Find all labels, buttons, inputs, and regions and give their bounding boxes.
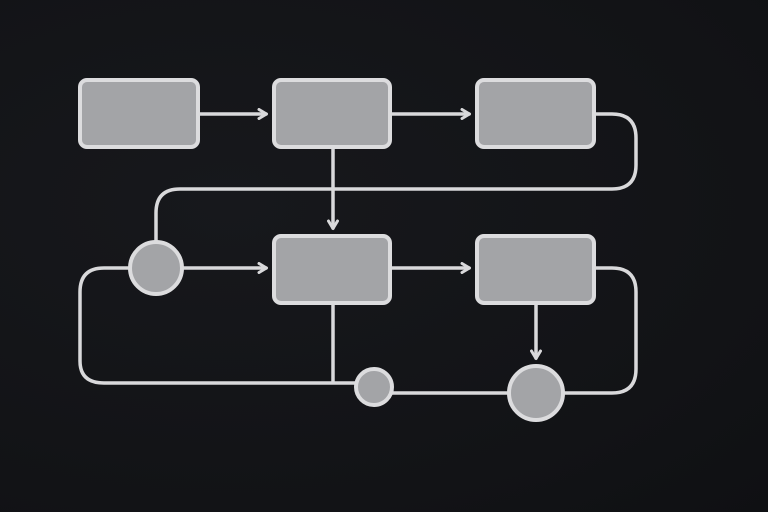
circle-1-shape [128,240,184,296]
nodes-layer [78,78,596,422]
circle-1 [128,240,184,296]
edges-layer [78,108,638,395]
circle-3 [507,364,565,422]
box-4 [272,234,392,305]
circle-2 [354,367,394,407]
box-1-shape [78,78,200,149]
box-4-shape [272,234,392,305]
circle-3-shape [507,364,565,422]
box-1 [78,78,200,149]
box-2 [272,78,392,149]
edge-box3-circle1 [154,112,638,244]
box-5 [475,234,596,305]
box-2-shape [272,78,392,149]
box-3 [475,78,596,149]
edge-box5-circle3-loop [561,266,638,395]
box-3-shape [475,78,596,149]
circle-2-shape [354,367,394,407]
box-5-shape [475,234,596,305]
edge-circle1-circle2-loop [78,266,358,385]
